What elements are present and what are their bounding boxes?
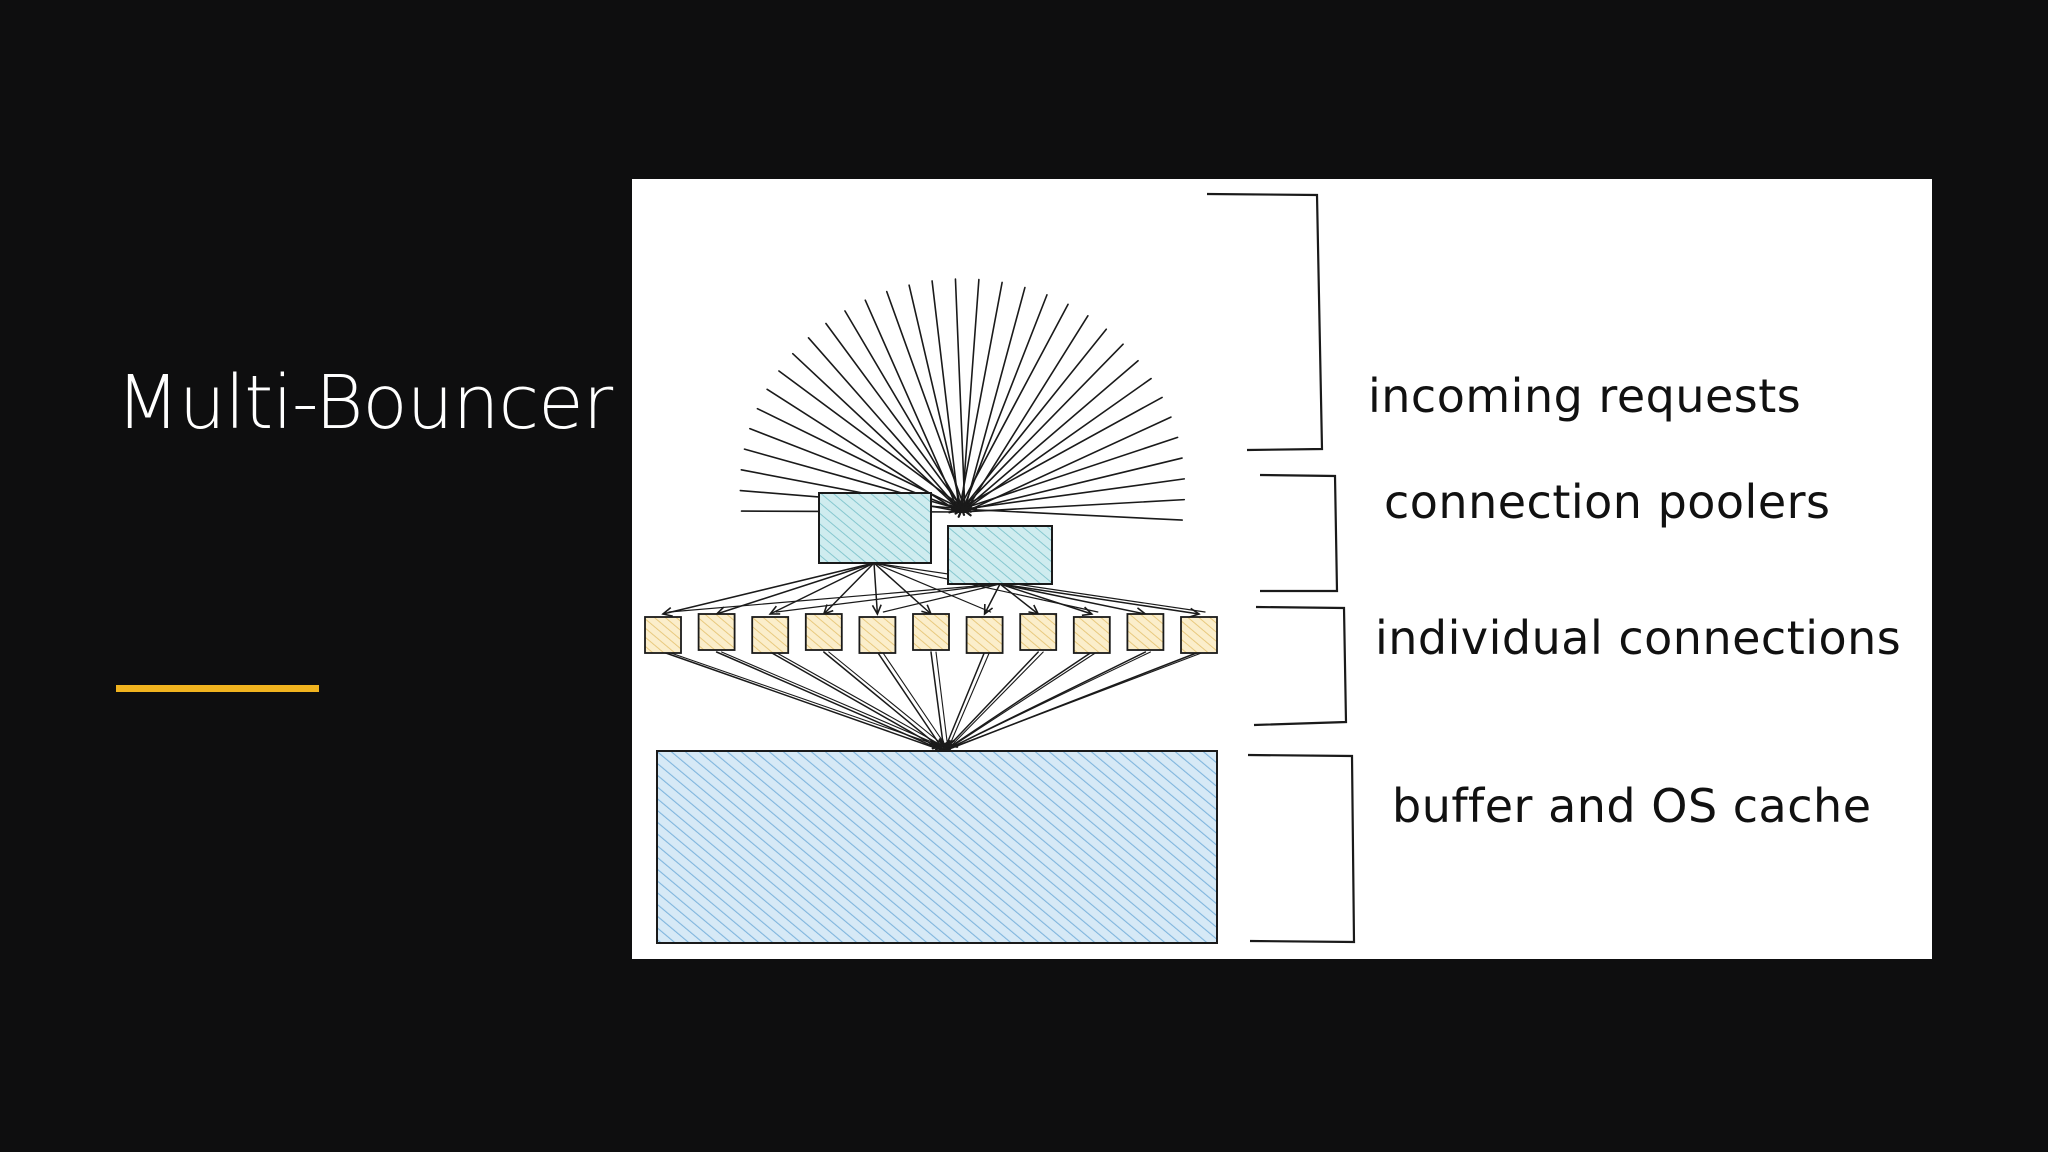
pooler-to-connection-arrows — [661, 562, 1206, 618]
buffer-knot-stroke — [930, 741, 954, 749]
request-line — [964, 478, 1186, 510]
pooler-arrow-head — [983, 603, 994, 616]
request-line — [958, 281, 1003, 513]
request-knot-stroke — [954, 501, 973, 515]
architecture-diagram: incoming requests connection poolers ind… — [632, 179, 1932, 959]
pooler-arrow-line — [668, 583, 1001, 613]
pooler-arrow-line — [769, 562, 875, 615]
buffer-box — [656, 750, 1218, 944]
connection-box-4 — [804, 613, 843, 651]
connection-box-11 — [1180, 616, 1218, 654]
connection-box-1 — [644, 616, 682, 654]
connection-box-8 — [1019, 613, 1058, 651]
buffer-line — [943, 651, 986, 752]
buffer-line — [947, 651, 1205, 750]
bracket-incoming — [1206, 192, 1324, 452]
request-line — [964, 359, 1139, 510]
buffer-line — [828, 651, 949, 750]
buffer-line — [715, 651, 945, 752]
pooler-arrow-line — [873, 562, 879, 615]
buffer-line — [947, 651, 1044, 750]
bracket-individual — [1253, 605, 1348, 727]
connection-poolers — [818, 492, 1053, 585]
pooler-arrow-line — [873, 562, 1099, 613]
request-fan-lines — [739, 278, 1186, 521]
connection-box-7 — [965, 616, 1004, 654]
request-line — [778, 370, 966, 510]
pooler-arrow-line — [662, 562, 875, 615]
pooler-arrow-head — [661, 607, 673, 617]
pooler-arrow-line — [775, 583, 1001, 613]
request-line — [825, 322, 966, 513]
label-incoming-requests: incoming requests — [1368, 369, 1802, 423]
buffer-line — [881, 651, 949, 750]
buffer-line — [662, 651, 945, 752]
label-individual-connections: individual connections — [1375, 611, 1902, 665]
request-line — [931, 280, 960, 510]
request-line — [964, 416, 1172, 513]
connection-box-5 — [858, 616, 897, 654]
request-line — [961, 377, 1152, 513]
pooler-arrow-line — [873, 562, 1206, 613]
request-line — [807, 337, 960, 510]
buffer-line — [947, 651, 991, 750]
connection-box-6 — [912, 613, 950, 651]
bracket-poolers — [1259, 473, 1339, 593]
pooler-arrow-line — [999, 583, 1039, 615]
buffer-line — [769, 651, 945, 752]
bracket-buffer — [1247, 753, 1356, 944]
layer-brackets — [1206, 192, 1356, 944]
pooler-arrow-line — [873, 562, 932, 615]
connection-box-2 — [697, 613, 736, 651]
request-line — [964, 286, 1026, 510]
pooler-arrow-head — [768, 605, 781, 615]
buffer-line — [943, 651, 1039, 752]
request-line — [958, 343, 1124, 513]
pooler-arrow-line — [999, 583, 1200, 615]
slide-title: Multi-Bouncer — [116, 360, 613, 446]
connection-box-10 — [1126, 613, 1165, 651]
connection-box-3 — [751, 616, 790, 654]
connection-to-buffer-lines — [662, 651, 1205, 752]
request-line — [954, 278, 966, 513]
buffer-line — [930, 651, 945, 752]
request-line — [961, 294, 1048, 513]
diagram-canvas — [644, 192, 1356, 944]
buffer-line — [774, 651, 949, 750]
buffer-line — [947, 651, 1151, 750]
label-buffer-and-os-cache: buffer and OS cache — [1392, 779, 1872, 833]
request-line — [961, 278, 980, 510]
request-line — [844, 310, 963, 510]
buffer-line — [947, 651, 1098, 750]
pooler-box-1 — [818, 492, 932, 564]
request-line — [964, 315, 1089, 513]
title-accent-bar — [116, 685, 319, 692]
buffer-line — [721, 651, 949, 750]
request-line — [958, 457, 1183, 513]
request-knot-stroke — [948, 504, 972, 513]
individual-connections — [644, 613, 1218, 654]
pooler-arrow-line — [882, 583, 1001, 613]
request-line — [885, 290, 966, 510]
pooler-arrow-line — [999, 583, 1147, 615]
request-knot-stroke — [958, 500, 965, 516]
buffer-line — [935, 651, 949, 750]
pooler-arrow-head — [871, 604, 882, 616]
buffer-line — [823, 651, 945, 752]
pooler-arrow-line — [983, 583, 1001, 615]
pooler-box-2 — [947, 525, 1053, 585]
label-connection-poolers: connection poolers — [1384, 475, 1831, 529]
pooler-arrow-line — [873, 562, 992, 613]
buffer-line — [943, 651, 1093, 752]
pooler-arrow-line — [999, 583, 1093, 615]
buffer-line — [876, 651, 945, 752]
connection-box-9 — [1072, 616, 1111, 654]
request-line — [961, 498, 1186, 513]
